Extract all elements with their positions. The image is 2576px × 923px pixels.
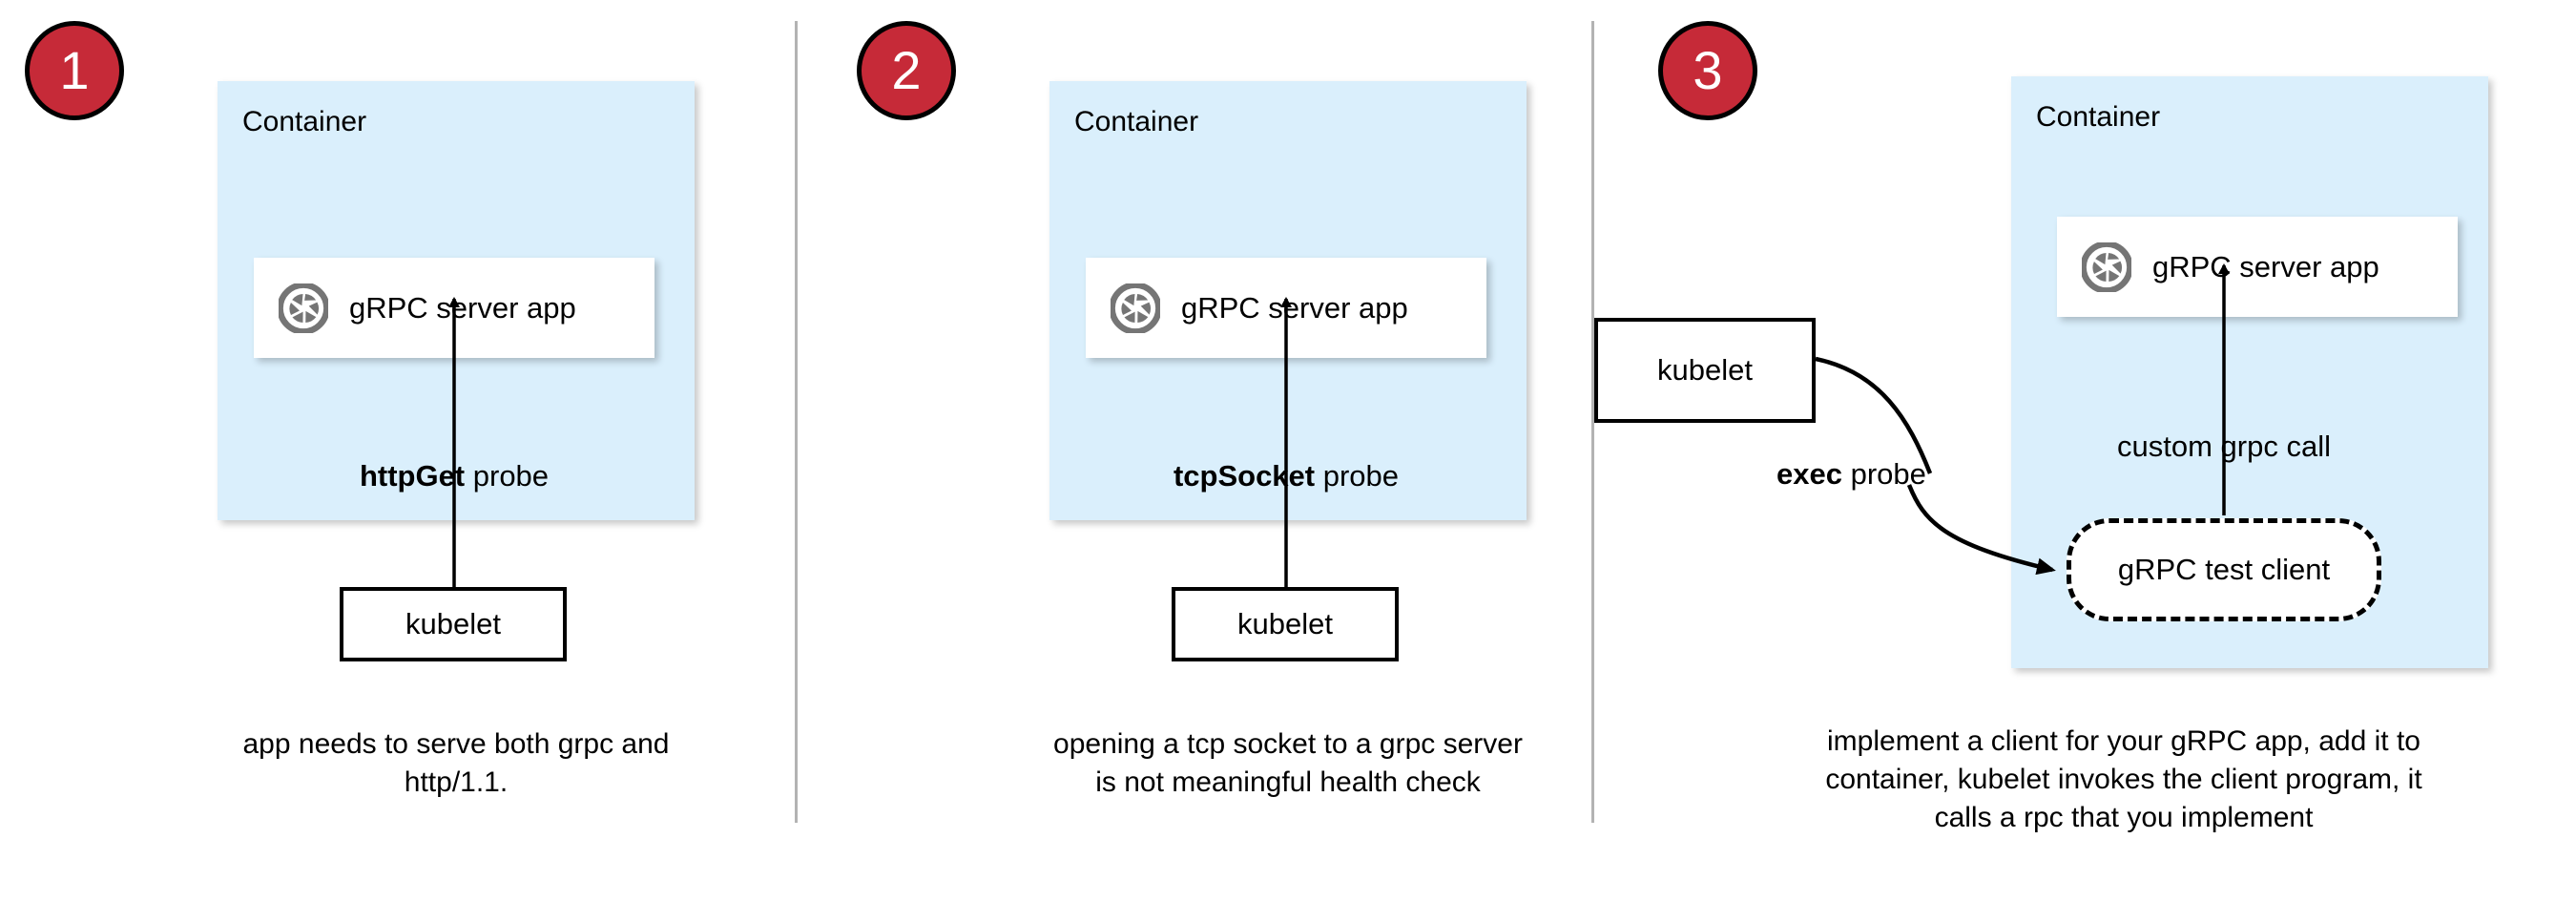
container-label: Container xyxy=(1074,106,1199,137)
container-label: Container xyxy=(242,106,367,137)
grpc-server-app-card: gRPC server app xyxy=(254,258,654,358)
step-badge-number: 1 xyxy=(59,40,90,100)
step-badge-2: 2 xyxy=(857,21,956,120)
httpget-probe-label: httpGet probe xyxy=(263,459,645,493)
grpc-aperture-icon xyxy=(1111,283,1160,333)
grpc-aperture-icon xyxy=(2082,241,2131,292)
container-box: Container gRPC server app xyxy=(218,81,695,520)
probe-suffix: probe xyxy=(465,459,550,493)
kubelet-box: kubelet xyxy=(340,587,567,661)
grpc-aperture-icon xyxy=(279,283,328,333)
panel-divider-2 xyxy=(1591,21,1594,823)
panel-caption: opening a tcp socket to a grpc server is… xyxy=(1053,728,1523,798)
grpc-server-app-label: gRPC server app xyxy=(349,290,576,325)
panel-caption: app needs to serve both grpc and http/1.… xyxy=(242,728,670,798)
panel-httpget-probe: 1 Container gRPC server app xyxy=(0,0,795,923)
step-badge-number: 2 xyxy=(891,40,922,100)
kubelet-label: kubelet xyxy=(1237,607,1333,640)
probe-type: httpGet xyxy=(359,459,466,493)
panel-tcpsocket-probe: 2 Container gRPC server app xyxy=(798,0,1591,923)
step-badge-number: 3 xyxy=(1693,40,1723,100)
grpc-test-client-label: gRPC test client xyxy=(2117,553,2331,586)
grpc-server-app-card: gRPC server app xyxy=(2057,217,2458,317)
grpc-server-app-card: gRPC server app xyxy=(1086,258,1486,358)
probe-suffix: probe xyxy=(1841,457,1926,491)
probe-suffix: probe xyxy=(1315,459,1400,493)
container-box: Container gRPC server app xyxy=(1049,81,1527,520)
panel-divider-1 xyxy=(795,21,798,823)
probe-type: tcpSocket xyxy=(1173,459,1316,493)
container-label: Container xyxy=(2036,101,2161,133)
kubelet-box: kubelet xyxy=(1594,318,1816,423)
panel-caption: implement a client for your gRPC app, ad… xyxy=(1825,725,2422,833)
kubelet-label: kubelet xyxy=(405,607,501,640)
step-badge-1: 1 xyxy=(25,21,124,120)
kubelet-box: kubelet xyxy=(1172,587,1399,661)
custom-grpc-call-label: custom grpc call xyxy=(2117,430,2331,463)
tcpsocket-probe-label: tcpSocket probe xyxy=(1095,459,1477,493)
panel-exec-probe: 3 Container gRPC server app xyxy=(1594,0,2576,923)
kubelet-label: kubelet xyxy=(1657,353,1753,387)
exec-probe-label: exec probe xyxy=(1776,457,2063,492)
grpc-test-client-box: gRPC test client xyxy=(2067,518,2381,621)
grpc-server-app-label: gRPC server app xyxy=(2152,249,2379,283)
step-badge-3: 3 xyxy=(1658,21,1757,120)
grpc-server-app-label: gRPC server app xyxy=(1181,290,1408,325)
probe-type: exec xyxy=(1776,457,1842,491)
container-box: Container gRPC server app gRPC t xyxy=(2011,76,2488,668)
